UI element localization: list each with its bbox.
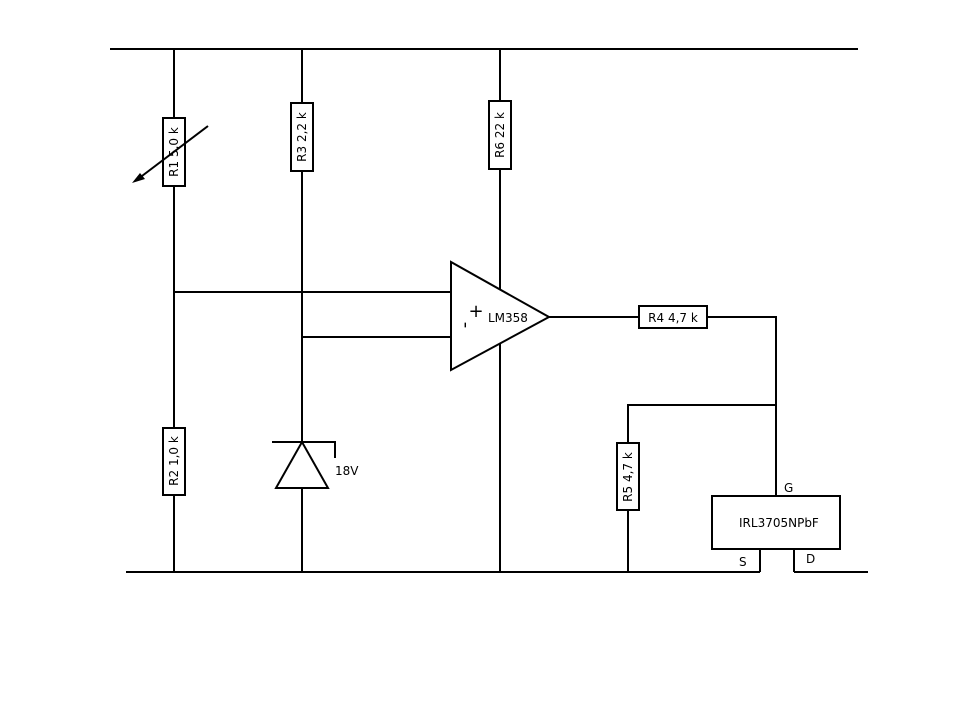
resistor-r4: R4 4,7 k — [638, 305, 708, 329]
opamp-label: LM358 — [488, 311, 528, 325]
mosfet-source-label: S — [739, 555, 747, 569]
mosfet-gate-label: G — [784, 481, 793, 495]
mosfet-drain-label: D — [806, 552, 815, 566]
wire-gate-to-r5 — [627, 404, 776, 443]
wire-r4-to-gate — [707, 316, 777, 496]
resistor-r2: R2 1,0 k — [162, 427, 186, 496]
resistor-r3: R3 2,2 k — [290, 102, 314, 172]
resistor-r5: R5 4,7 k — [616, 442, 640, 511]
opamp-lm358: + - LM358 — [450, 260, 552, 372]
zener-diode-label: 18V — [335, 464, 359, 478]
opamp-plus-sign: + — [468, 301, 483, 322]
mosfet-irl3705: IRL3705NPbF G S D — [711, 481, 841, 572]
resistor-r3-label: R3 2,2 k — [295, 112, 309, 162]
mosfet-label: IRL3705NPbF — [739, 516, 819, 530]
resistor-r2-label: R2 1,0 k — [167, 436, 181, 486]
potentiometer-arrow — [132, 125, 209, 183]
opamp-minus-sign: - — [454, 322, 475, 329]
resistor-r5-label: R5 4,7 k — [621, 452, 635, 502]
resistor-r4-label: R4 4,7 k — [648, 311, 698, 325]
resistor-r6: R6 22 k — [488, 100, 512, 170]
zener-diode: 18V — [272, 439, 359, 489]
resistor-r6-label: R6 22 k — [493, 112, 507, 158]
